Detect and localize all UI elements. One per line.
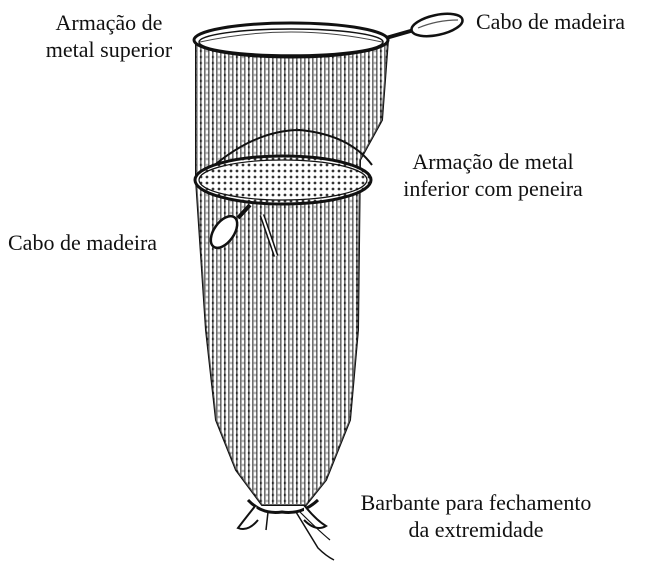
label-top-wooden-handle: Cabo de madeira xyxy=(476,8,625,35)
label-side-wooden-handle: Cabo de madeira xyxy=(8,229,157,256)
label-lower-metal-frame-line1: Armação de metal xyxy=(378,148,608,175)
label-lower-metal-frame-line2: inferior com peneira xyxy=(378,175,608,202)
net-bag xyxy=(196,40,388,510)
label-bottom-string-line2: da extremidade xyxy=(326,516,626,543)
label-bottom-string: Barbante para fechamento da extremidade xyxy=(326,489,626,543)
label-upper-metal-frame-line1: Armação de xyxy=(24,9,194,36)
label-upper-metal-frame-line2: metal superior xyxy=(24,36,194,63)
label-bottom-string-line1: Barbante para fechamento xyxy=(326,489,626,516)
bottom-string-tie xyxy=(238,500,334,560)
label-lower-metal-frame: Armação de metal inferior com peneira xyxy=(378,148,608,202)
top-wooden-handle xyxy=(386,10,465,40)
label-upper-metal-frame: Armação de metal superior xyxy=(24,9,194,63)
upper-metal-frame xyxy=(194,23,388,57)
